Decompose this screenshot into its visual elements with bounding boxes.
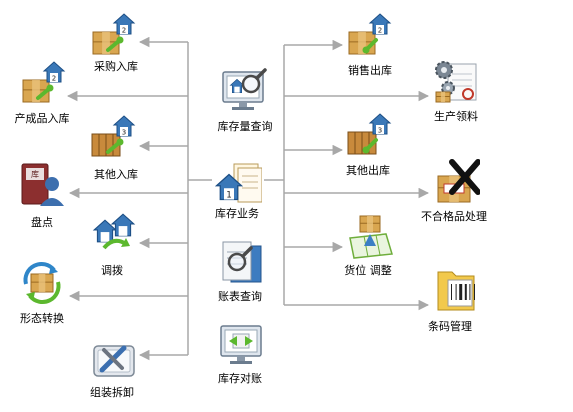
- node-label: 货位 调整: [344, 264, 392, 277]
- box-cycle-arrows-icon: [23, 262, 61, 304]
- svg-text:3: 3: [122, 129, 126, 137]
- node-label: 采购入库: [94, 60, 138, 73]
- houses-transfer-icon: [92, 213, 136, 250]
- node-label: 不合格品处理: [421, 210, 487, 223]
- svg-text:2: 2: [52, 75, 56, 83]
- node-label: 其他入库: [94, 168, 138, 181]
- node-label: 生产领料: [434, 110, 478, 123]
- barcode-folder-icon: [437, 271, 475, 311]
- warehouse-documents-icon: 1: [214, 163, 262, 203]
- location-box-icon: [349, 215, 393, 259]
- monitor-reconcile-icon: [220, 325, 262, 364]
- rejected-box-icon: [437, 159, 480, 203]
- node-label: 组装拆卸: [90, 386, 134, 399]
- node-label: 调拨: [101, 264, 123, 277]
- svg-text:库: 库: [31, 169, 39, 179]
- svg-text:2: 2: [122, 27, 126, 35]
- node-label: 账表查询: [218, 290, 262, 303]
- crate-house-out-icon: 3: [347, 113, 392, 155]
- crate-house-in-icon: 3: [91, 115, 136, 157]
- tools-icon: [93, 345, 135, 377]
- svg-text:3: 3: [378, 127, 382, 135]
- stocktake-person-icon: 库: [21, 163, 64, 206]
- box-house-in-icon: 2: [22, 61, 66, 103]
- node-label: 其他出库: [346, 164, 390, 177]
- node-label: 销售出库: [348, 64, 392, 77]
- node-label: 库存量查询: [217, 120, 273, 133]
- box-house-out-icon: 2: [348, 13, 392, 55]
- node-label: 库存对账: [218, 372, 262, 385]
- node-label: 盘点: [31, 216, 53, 229]
- svg-text:1: 1: [226, 191, 232, 201]
- node-label: 条码管理: [428, 320, 472, 333]
- node-label: 产成品入库: [14, 112, 70, 125]
- monitor-magnifier-icon: [222, 68, 267, 110]
- report-magnifier-icon: [222, 241, 262, 283]
- node-label: 形态转换: [20, 312, 64, 325]
- svg-text:2: 2: [378, 27, 382, 35]
- node-label: 库存业务: [215, 207, 259, 220]
- box-house-in-icon: 2: [92, 13, 136, 55]
- gears-document-icon: [435, 61, 477, 103]
